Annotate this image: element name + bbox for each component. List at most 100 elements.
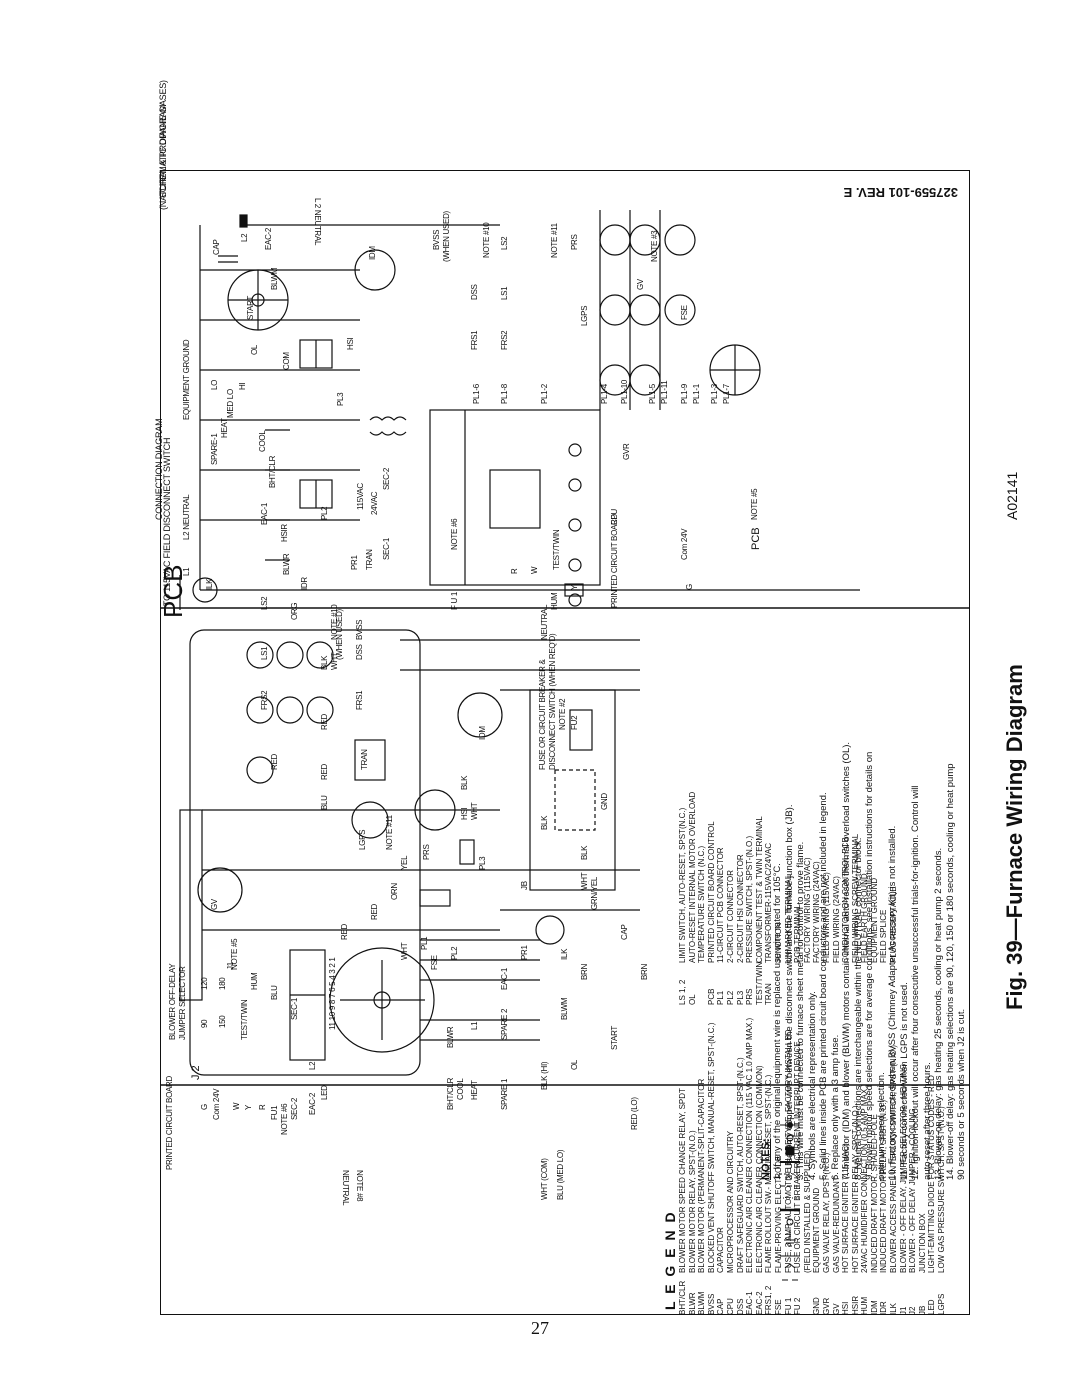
- conn-l1: L1: [470, 1021, 479, 1030]
- sch-lo: LO: [210, 379, 219, 390]
- legend-abbrev-row: CAPCAPACITOR: [716, 1095, 726, 1315]
- sch-sec1: SEC-1: [382, 537, 391, 560]
- legend-abbrev-code: FSE: [773, 1299, 783, 1315]
- conn-wht-2: WHT: [470, 802, 479, 820]
- figure-code: A02141: [1004, 471, 1020, 520]
- sch-note3: NOTE #3: [650, 230, 659, 262]
- note-item: 6. Replace only with a 3 amp fuse.: [829, 1034, 841, 1180]
- conn-heat: HEAT: [470, 1080, 479, 1100]
- legend-abbrev-code: IDR: [879, 1301, 889, 1315]
- note-item: 7. Inductor (IDM) and blower (BLWM) moto…: [841, 741, 852, 1180]
- conn-fu1: FU1: [270, 1105, 279, 1120]
- legend-abbrev-row: BHT/CLRBLOWER MOTOR SPEED CHANGE RELAY, …: [678, 1088, 688, 1315]
- legend-abbrev-code: GV: [831, 1303, 841, 1315]
- sch-hsi: HSI: [346, 337, 355, 350]
- sch-com: COM: [282, 352, 291, 370]
- legend-abbrev-desc: DRAFT SAFEGUARD SWITCH, AUTO-RESET, SPST…: [735, 1057, 745, 1273]
- legend-abbrev-desc: EQUIPMENT GROUND: [812, 1187, 822, 1273]
- note-item: 12. Ignition-lockout will occur after fo…: [910, 785, 921, 1180]
- notes-list: 1. If any of the original equipment wire…: [772, 742, 968, 1180]
- conn-cool: COOL: [456, 1078, 465, 1100]
- sch-115vac: 115VAC: [356, 483, 365, 510]
- legend-abbrev-desc: JUNCTION BOX: [917, 1213, 927, 1273]
- conn-disconnect: DISCONNECT SWITCH (WHEN REQ'D): [548, 633, 557, 770]
- conn-red-2: RED: [270, 754, 279, 770]
- conn-lgps: LGPS: [358, 829, 367, 850]
- conn-ls2: LS2: [260, 596, 269, 610]
- conn-term-w: W: [232, 1102, 241, 1110]
- sch-pin-g: G: [685, 584, 694, 590]
- conn-prs: PRS: [422, 844, 431, 860]
- conn-blower-off-delay: BLOWER OFF-DELAY: [168, 963, 177, 1040]
- conn-note11: NOTE #11: [385, 815, 394, 850]
- sch-idr: IDR: [300, 577, 309, 590]
- sch-pl1-6: PL1-6: [472, 384, 481, 404]
- sch-printed-circuit-board: PRINTED CIRCUIT BOARD: [610, 513, 619, 608]
- sch-pr1: PR1: [350, 555, 359, 570]
- conn-start: START: [610, 1026, 619, 1050]
- legend-abbrev-code: EAC-2: [754, 1291, 764, 1315]
- wiring-diagram-frame: PCB CONNECTION DIAGRAM SCHEMATIC DIAGRAM…: [154, 80, 970, 1315]
- sch-pl1-4: PL1-4: [600, 384, 609, 404]
- conn-pl1-pins: 11 10 9 8 7 6 5 4 3 2 1: [328, 957, 337, 1030]
- note-item: 8. Neutral connections are interchangeab…: [852, 837, 864, 1180]
- legend-abbrev-row: BLWRBLOWER MOTOR RELAY, SPST-(N.O.): [688, 1095, 698, 1315]
- legend-abbrev2-desc: AUTO-RESET INTERNAL MOTOR OVERLOAD: [687, 791, 697, 963]
- legend-abbrev-code: J1: [898, 1306, 908, 1315]
- legend-abbrev-desc: BLOWER MOTOR RELAY, SPST-(N.O.): [687, 1130, 697, 1273]
- figure-dash: —: [1002, 918, 1027, 941]
- sch-eac2: EAC-2: [264, 227, 273, 250]
- legend-letter-e: E: [662, 1282, 678, 1294]
- sch-ilk: ILK: [205, 578, 214, 590]
- schematic-disconnect-label: TO 115VAC FIELD DISCONNECT SWITCH: [162, 437, 172, 606]
- conn-pl3: PL3: [478, 856, 487, 870]
- sch-spare1: SPARE-1: [210, 433, 219, 465]
- sch-gv: GV: [636, 279, 645, 290]
- conn-bvss: BVSS: [355, 619, 364, 640]
- conn-note2: NOTE #2: [558, 698, 567, 730]
- conn-wht-4: WHT: [580, 872, 589, 890]
- sch-note10: NOTE #10: [482, 222, 491, 258]
- conn-led: LED: [320, 1085, 329, 1100]
- conn-brn-1: BRN: [580, 964, 589, 980]
- sch-pl2: PL2: [320, 506, 329, 520]
- wiring-diagram-svg: [160, 170, 970, 1315]
- sch-cap: CAP: [212, 239, 221, 255]
- legend-abbrev-row: EAC-1ELECTRONIC AIR CLEANER CONNECTION (…: [745, 1018, 755, 1315]
- legend-abbrev-code: DSS: [735, 1298, 745, 1315]
- conn-red-4: RED: [370, 904, 379, 920]
- note-item: 3. This wire must be connected to furnac…: [795, 841, 806, 1180]
- legend-abbrev-code: FU 2: [793, 1297, 803, 1315]
- sch-eac1: EAC-1: [260, 502, 269, 525]
- legend-letters: L E G E N D: [662, 1210, 678, 1310]
- sch-note11: NOTE #11: [550, 223, 559, 258]
- conn-printed-circuit-board: PRINTED CIRCUIT BOARD: [165, 1075, 174, 1170]
- conn-dss: DSS: [355, 644, 364, 660]
- sch-start: START: [246, 296, 255, 320]
- figure-title: Furnace Wiring Diagram: [1002, 664, 1027, 919]
- legend-abbrev-code: CPU: [725, 1298, 735, 1315]
- conn-gv: GV: [210, 899, 219, 910]
- legend-abbrev-code: J2: [908, 1306, 918, 1315]
- notes-heading: NOTES:: [760, 1138, 772, 1180]
- legend-abbrev-desc: GAS VALVE-REDUNDANT: [831, 1176, 841, 1273]
- legend-abbrev2-code: PL1: [716, 990, 726, 1005]
- sch-pin-y: Y: [570, 584, 579, 590]
- legend-letter-l: L: [662, 1299, 678, 1310]
- note-item: 14. Blower-off delay: gas heating select…: [944, 763, 956, 1180]
- conn-pl1: PL1: [420, 936, 429, 950]
- conn-spare2: SPARE 2: [500, 1008, 509, 1040]
- conn-ilk: ILK: [560, 948, 569, 960]
- sch-pl1-9: PL1-9: [680, 384, 689, 404]
- conn-blk-3: BLK: [540, 815, 549, 830]
- sch-med-lo: MED LO: [226, 389, 235, 418]
- sch-frs1: FRS1: [470, 330, 479, 350]
- sch-note5: NOTE #5: [750, 488, 759, 520]
- legend-abbrev-desc: BLOWER MOTOR SPEED CHANGE RELAY, SPDT: [678, 1088, 687, 1273]
- legend-abbrev2-code: PRS: [745, 988, 755, 1005]
- sch-l1: L1: [182, 567, 191, 576]
- conn-eac1: EAC-1: [500, 967, 509, 990]
- conn-neutral: NEUTRAL: [341, 1170, 350, 1206]
- sch-fu1: F U 1: [450, 591, 459, 610]
- legend-abbrev-code: GND: [812, 1297, 822, 1315]
